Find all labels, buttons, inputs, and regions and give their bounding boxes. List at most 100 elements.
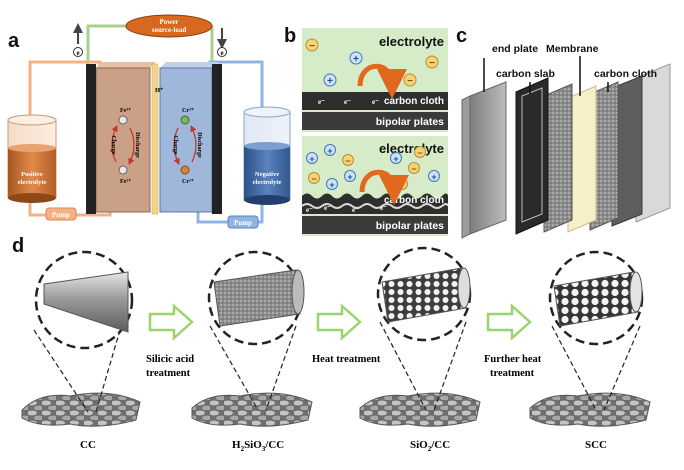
label-scc: SCC: [585, 439, 607, 451]
discharge-label-left: Discharge: [134, 132, 140, 158]
panel-label-c: c: [456, 25, 467, 47]
step-arrow-1: [148, 303, 194, 341]
svg-text:e⁻: e⁻: [372, 98, 379, 106]
svg-text:e⁻: e⁻: [318, 98, 325, 106]
source-load-label: source-load: [152, 26, 187, 34]
wire-left: [86, 24, 126, 70]
flow-arrow-bottom: [359, 169, 409, 205]
cloth-scc: [529, 392, 651, 427]
carbon-cloth-layer-bottom: [302, 193, 448, 214]
stage-cc: CC: [21, 250, 141, 451]
cloth-cc: [21, 392, 141, 427]
fe2-label: Fe²⁺: [120, 178, 131, 185]
svg-text:−: −: [407, 76, 413, 87]
panel-c: c end plate Membrane carbon slab carbon …: [456, 25, 671, 239]
electrolyte-label-bottom: electrolyte: [379, 141, 444, 156]
pump-positive-label: Pump: [52, 211, 70, 219]
carbon-cloth-label-bottom: carbon cloth: [384, 195, 444, 206]
svg-text:+: +: [327, 76, 333, 87]
pump-positive: [45, 207, 77, 221]
step-arrow-2: [316, 303, 362, 341]
positive-half-cell: [95, 67, 151, 213]
electron-icon-right: [217, 47, 227, 57]
svg-text:−: −: [309, 41, 315, 52]
bipolar-plates-layer-bottom: [302, 216, 448, 234]
positive-electrolyte-line2: electrolyte: [18, 179, 47, 186]
step3-line1: Further heat: [484, 354, 542, 365]
fe3-label: Fe³⁺: [120, 107, 131, 114]
stage-scc: SCC: [529, 250, 651, 451]
step-arrow-3: [486, 303, 532, 341]
power-label: Power: [159, 18, 178, 26]
electron-label-left: e: [76, 49, 79, 57]
svg-text:−: −: [429, 58, 435, 69]
panel-b: b electrolyte carbon cloth bipolar plate…: [284, 25, 449, 236]
panel-label-b: b: [284, 25, 296, 47]
panel-b-bottom: electrolyte carbon cloth bipolar plates …: [301, 136, 449, 236]
right-electrode-plate: [212, 64, 222, 214]
discharge-arrow-right: [190, 125, 197, 163]
step3-line2: treatment: [490, 368, 535, 379]
left-electrode-plate: [86, 64, 96, 214]
fe2-ion: [118, 165, 128, 175]
membrane-label: Membrane: [546, 43, 599, 55]
cr3-ion: [180, 115, 190, 125]
svg-text:e⁻: e⁻: [380, 204, 387, 212]
end-plate-left: [469, 81, 507, 235]
svg-text:+: +: [327, 146, 332, 156]
panel-a: a Power source-load e e Pump Pump: [7, 14, 291, 229]
step2-label: Heat treatment: [312, 354, 381, 365]
panel-label-d: d: [12, 235, 24, 257]
stage-sio2-cc: SiO2/CC: [359, 246, 481, 453]
electron-label-right: e: [220, 49, 223, 57]
svg-text:−: −: [417, 148, 422, 158]
positive-tank: Positive electrolyte: [7, 114, 57, 203]
charge-label-right: Charge: [172, 136, 178, 155]
cr3-label: Cr³⁺: [182, 107, 194, 114]
svg-text:+: +: [353, 54, 359, 65]
carbon-cloth-label: carbon cloth: [594, 68, 657, 80]
cr2-label: Cr²⁺: [182, 178, 194, 185]
bipolar-plates-layer-top: [302, 112, 448, 130]
svg-text:+: +: [347, 172, 352, 182]
charge-arrow-right: [173, 127, 180, 165]
panel-d: d CC Silicic acid treatment H2SiO3/CC He…: [12, 235, 651, 453]
negative-tank: Negative electrolyte: [243, 106, 291, 205]
ions-top: − + + − −: [305, 38, 439, 87]
label-cc: CC: [80, 439, 96, 451]
svg-text:+: +: [431, 172, 436, 182]
charge-arrow-left: [111, 125, 118, 163]
carbon-slab-left: [515, 77, 549, 235]
fiber-scc: [553, 271, 639, 327]
fiber-h2sio3: [213, 269, 301, 327]
svg-text:e⁻: e⁻: [344, 98, 351, 106]
electrolyte-label-top: electrolyte: [379, 34, 444, 49]
svg-text:−: −: [411, 164, 416, 174]
svg-text:−: −: [345, 156, 350, 166]
svg-text:−: −: [311, 174, 316, 184]
pump-negative: [227, 215, 259, 229]
flow-cell: H⁺ Fe³⁺ Fe²⁺ Charge Discharge Cr³⁺ Cr²⁺ …: [86, 62, 222, 215]
cr2-ion: [180, 165, 190, 175]
carbon-cloth-layer-top: [302, 92, 448, 110]
discharge-label-right: Discharge: [196, 132, 202, 158]
stage-h2sio3-cc: H2SiO3/CC: [191, 250, 313, 453]
h-plus-label: H⁺: [155, 87, 164, 94]
bipolar-plates-label-bottom: bipolar plates: [376, 220, 444, 232]
svg-text:+: +: [393, 154, 398, 164]
carbon-slab-label: carbon slab: [496, 68, 555, 80]
step1-line1: Silicic acid: [146, 354, 194, 365]
discharge-arrow-left: [128, 127, 135, 165]
fiber-cc: [43, 271, 129, 333]
svg-text:e⁻: e⁻: [306, 206, 313, 214]
charge-label-left: Charge: [110, 136, 116, 155]
label-h2sio3-cc: H2SiO3/CC: [232, 439, 284, 453]
flow-arrow-top: [357, 63, 407, 99]
bipolar-plates-label-top: bipolar plates: [376, 116, 444, 128]
pump-negative-label: Pump: [234, 219, 252, 227]
step1-line2: treatment: [146, 368, 191, 379]
power-source: [125, 14, 213, 38]
pipe-positive-bottom: [28, 198, 112, 217]
label-sio2-cc: SiO2/CC: [410, 439, 450, 453]
panel-label-a: a: [8, 30, 20, 52]
